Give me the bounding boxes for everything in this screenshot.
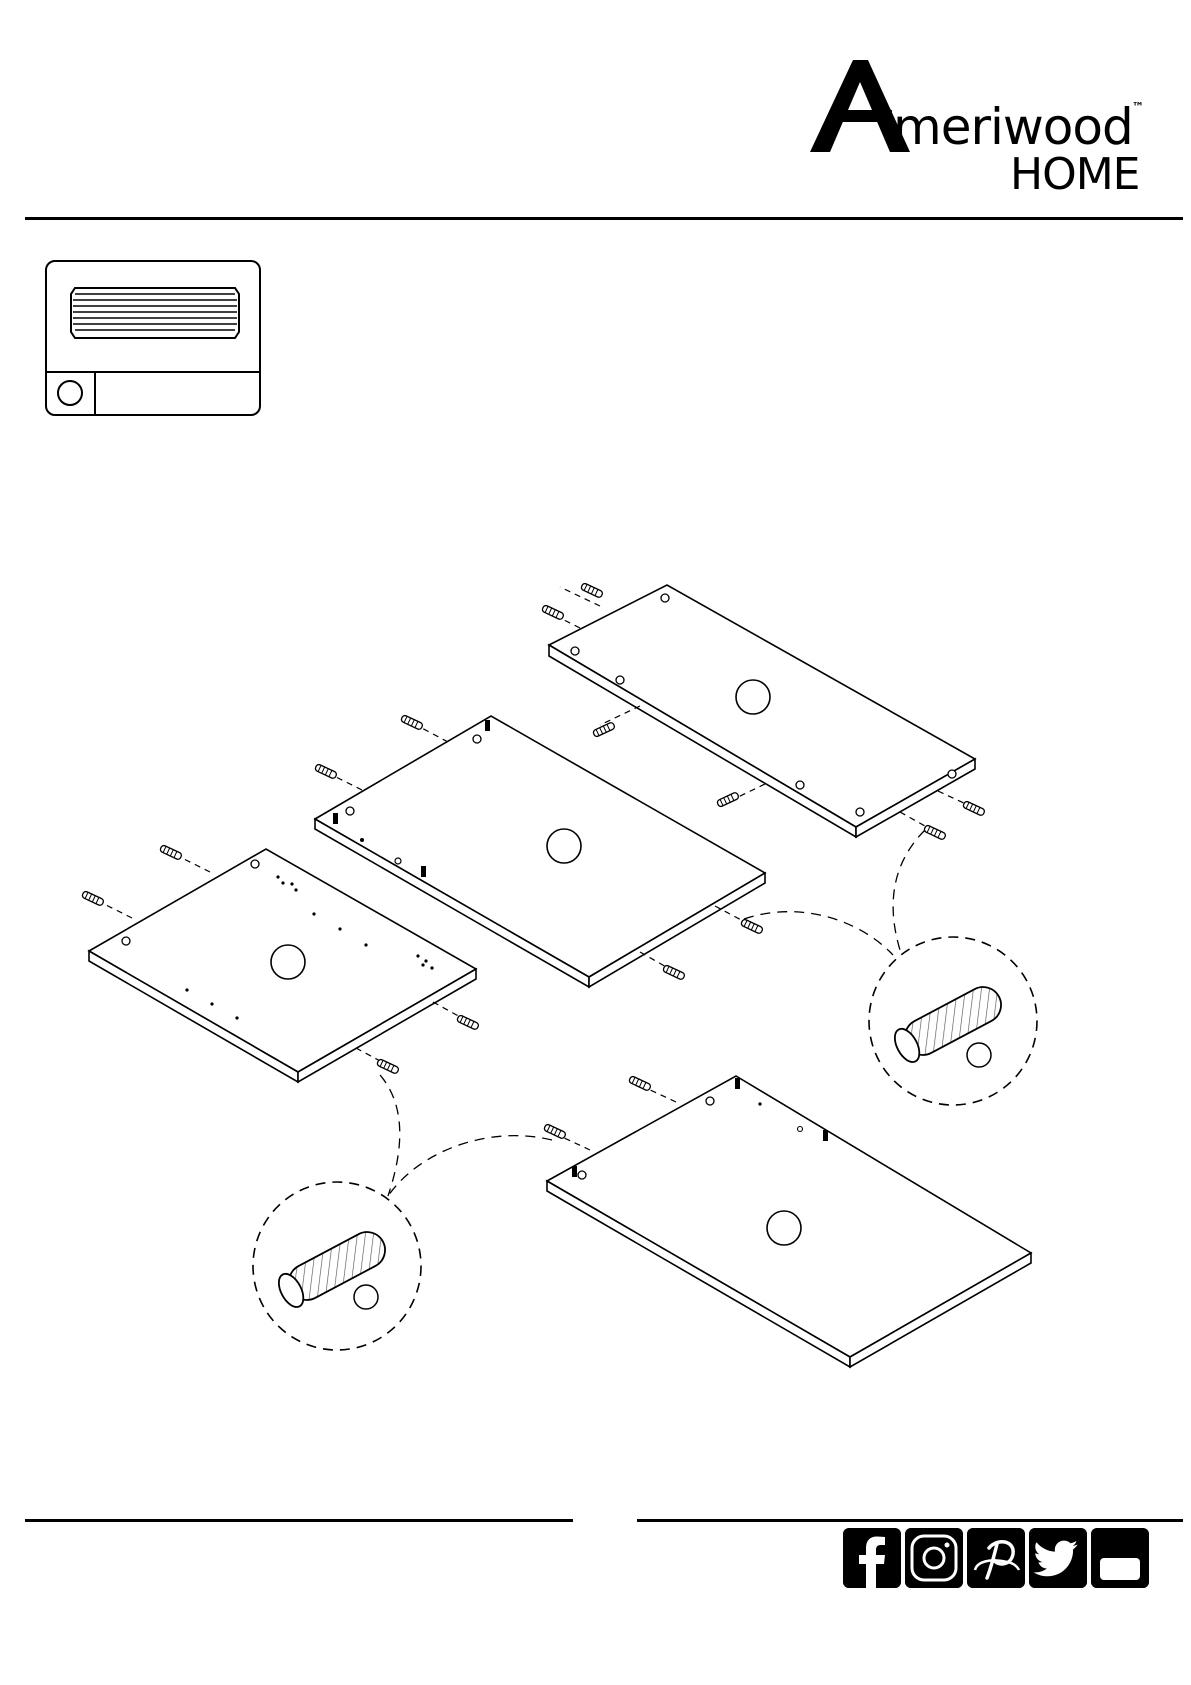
footer-rule-right	[637, 1519, 1183, 1522]
panel-label-circle	[271, 945, 305, 979]
footer-rule-left	[25, 1519, 573, 1522]
panel-label-circle	[736, 680, 770, 714]
instagram-icon[interactable]	[905, 1528, 963, 1588]
youtube-icon[interactable]	[1091, 1528, 1149, 1588]
dowel-detail-right	[744, 830, 1037, 1105]
panel-label-circle	[547, 829, 581, 863]
dowel-detail-left	[253, 1075, 552, 1350]
facebook-icon[interactable]	[843, 1528, 901, 1588]
pinterest-icon[interactable]	[967, 1528, 1025, 1588]
twitter-icon[interactable]	[1029, 1528, 1087, 1588]
panel-label-circle	[767, 1211, 801, 1245]
panel-bottom	[543, 1076, 1031, 1367]
